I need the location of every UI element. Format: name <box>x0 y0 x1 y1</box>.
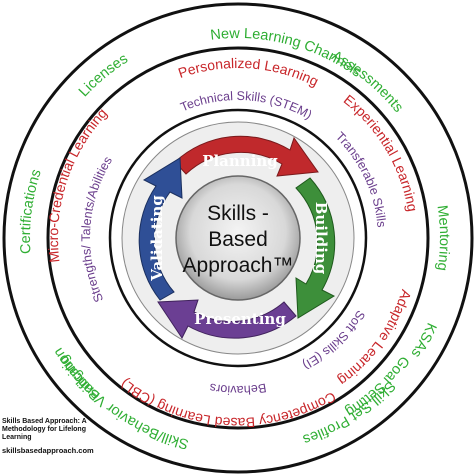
center-line-1: Skills - <box>207 202 269 225</box>
center-line-3: Approach™ <box>183 254 294 277</box>
building-label: Building <box>312 202 330 275</box>
building-arrow <box>295 177 336 319</box>
inner-label-behaviors: Behaviors <box>209 380 268 397</box>
center-hub <box>175 175 301 301</box>
outer-label-mentoring: Mentoring <box>434 204 453 271</box>
planning-label: Planning <box>202 152 278 170</box>
validating-label: Validating <box>148 195 166 282</box>
cycle-arrows <box>138 135 336 339</box>
center-line-2: Based <box>208 228 268 251</box>
validating-arrow <box>138 157 183 301</box>
planning-arrow <box>174 135 319 177</box>
caption-title: Skills Based Approach: A Methodology for… <box>2 418 87 441</box>
caption-url: skillsbasedapproach.com <box>2 446 94 455</box>
presenting-arrow <box>157 299 297 339</box>
presenting-label: Presenting <box>194 310 286 328</box>
